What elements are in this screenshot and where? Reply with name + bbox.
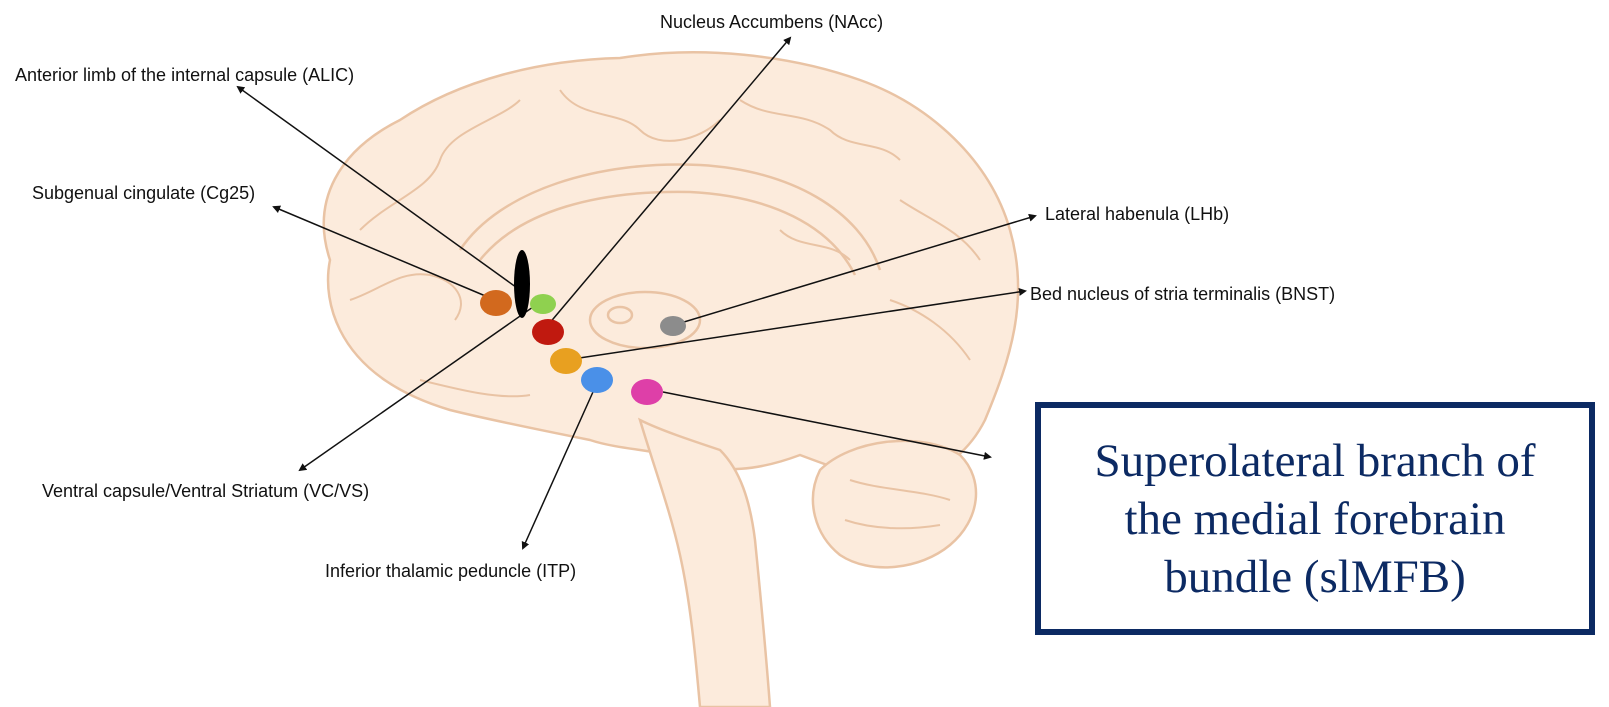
cg25-marker [480, 290, 512, 316]
bnst-marker [550, 348, 582, 374]
label-bnst: Bed nucleus of stria terminalis (BNST) [1030, 284, 1335, 304]
label-vcvs: Ventral capsule/Ventral Striatum (VC/VS) [42, 481, 369, 501]
slmfb-marker [631, 379, 663, 405]
label-alic: Anterior limb of the internal capsule (A… [15, 65, 354, 85]
lhb-marker [660, 316, 686, 336]
slmfb-callout-box: Superolateral branch of the medial foreb… [1035, 402, 1595, 635]
itp-marker [581, 367, 613, 393]
label-lhb: Lateral habenula (LHb) [1045, 204, 1229, 224]
cerebellum-outline [813, 441, 976, 568]
nacc-marker [532, 319, 564, 345]
label-nacc: Nucleus Accumbens (NAcc) [660, 12, 883, 32]
label-cg25: Subgenual cingulate (Cg25) [32, 183, 255, 203]
vcvs-marker [530, 294, 556, 314]
slmfb-callout-text: Superolateral branch of the medial foreb… [1094, 432, 1535, 606]
label-itp: Inferior thalamic peduncle (ITP) [325, 561, 576, 581]
alic-marker [514, 250, 530, 318]
cerebrum-outline [324, 52, 1018, 481]
